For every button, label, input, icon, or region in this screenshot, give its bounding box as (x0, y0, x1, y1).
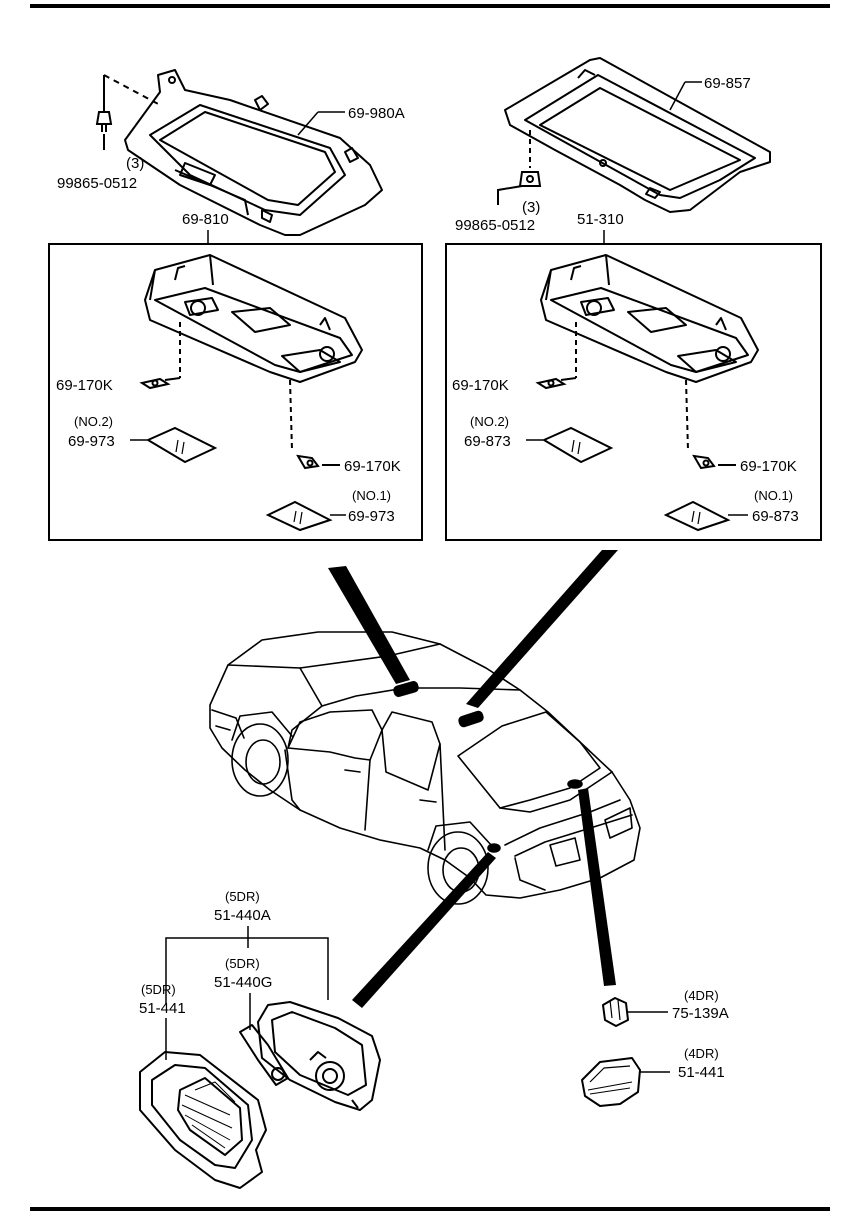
label-lens-right-no2-tag: (NO.2) (470, 414, 509, 429)
label-trunk-assy-tag: (5DR) (225, 889, 260, 904)
bracket-right (504, 57, 771, 213)
map-lamp-right (540, 254, 759, 383)
label-51-310: 51-310 (577, 211, 624, 228)
box-right (445, 243, 822, 541)
box-left (48, 243, 423, 541)
label-69-857: 69-857 (704, 75, 751, 92)
label-lens-left-no1-part: 69-973 (348, 508, 395, 525)
label-trunk-socket-tag: (5DR) (225, 956, 260, 971)
label-trunk-assy-part: 51-440A (214, 907, 271, 924)
label-lens-right-no1-part: 69-873 (752, 508, 799, 525)
pointer-trunk-lamp (352, 852, 496, 1008)
label-lens-left-no2-part: 69-973 (68, 433, 115, 450)
trunk-lamp-housing (239, 1001, 381, 1111)
label-bulb-4dr-part: 75-139A (672, 1005, 729, 1022)
bottom-rule (30, 1207, 830, 1211)
label-bulb-left-a: 69-170K (56, 377, 113, 394)
label-trunk-lens-part: 51-441 (139, 1000, 186, 1017)
top-rule (30, 4, 830, 8)
label-bulb-left-b: 69-170K (344, 458, 401, 475)
label-lens-4dr-part: 51-441 (678, 1064, 725, 1081)
leader-69-857 (669, 81, 686, 111)
label-lens-left-no2-tag: (NO.2) (74, 414, 113, 429)
label-69-810: 69-810 (182, 211, 229, 228)
label-trunk-lens-tag: (5DR) (141, 982, 176, 997)
label-lens-left-no1-tag: (NO.1) (352, 488, 391, 503)
bulb-4dr (602, 997, 629, 1027)
trunk-lamp-lens (139, 1051, 267, 1189)
lens-left-no1 (265, 500, 333, 532)
label-bulb-right-a: 69-170K (452, 377, 509, 394)
map-lamp-left (144, 254, 363, 383)
lens-right-no2 (541, 426, 614, 464)
screw-right (497, 130, 542, 205)
pointer-left-lamp (328, 566, 410, 684)
screw-left (95, 74, 161, 150)
label-screw-right-part: 99865-0512 (455, 217, 535, 234)
lens-left-no2 (145, 426, 218, 464)
car-illustration (209, 631, 641, 905)
bulb-right (535, 322, 736, 470)
pointer-right-lamp (466, 550, 618, 708)
lens-4dr (581, 1057, 641, 1107)
bracket-left (124, 69, 383, 236)
label-lens-4dr-tag: (4DR) (684, 1046, 719, 1061)
label-bulb-4dr-tag: (4DR) (684, 988, 719, 1003)
label-screw-left-part: 99865-0512 (57, 175, 137, 192)
pointer-4dr-bulb (578, 788, 616, 986)
bulb-left (139, 322, 340, 470)
bracket-trunk-assy (165, 926, 329, 1004)
label-lens-right-no2-part: 69-873 (464, 433, 511, 450)
label-lens-right-no1-tag: (NO.1) (754, 488, 793, 503)
label-trunk-socket-part: 51-440G (214, 974, 272, 991)
label-69-980A: 69-980A (348, 105, 405, 122)
label-screw-left-qty: (3) (126, 155, 144, 172)
lens-right-no1 (663, 500, 731, 532)
label-screw-right-qty: (3) (522, 199, 540, 216)
label-bulb-right-b: 69-170K (740, 458, 797, 475)
leader-69-980A (297, 111, 319, 136)
